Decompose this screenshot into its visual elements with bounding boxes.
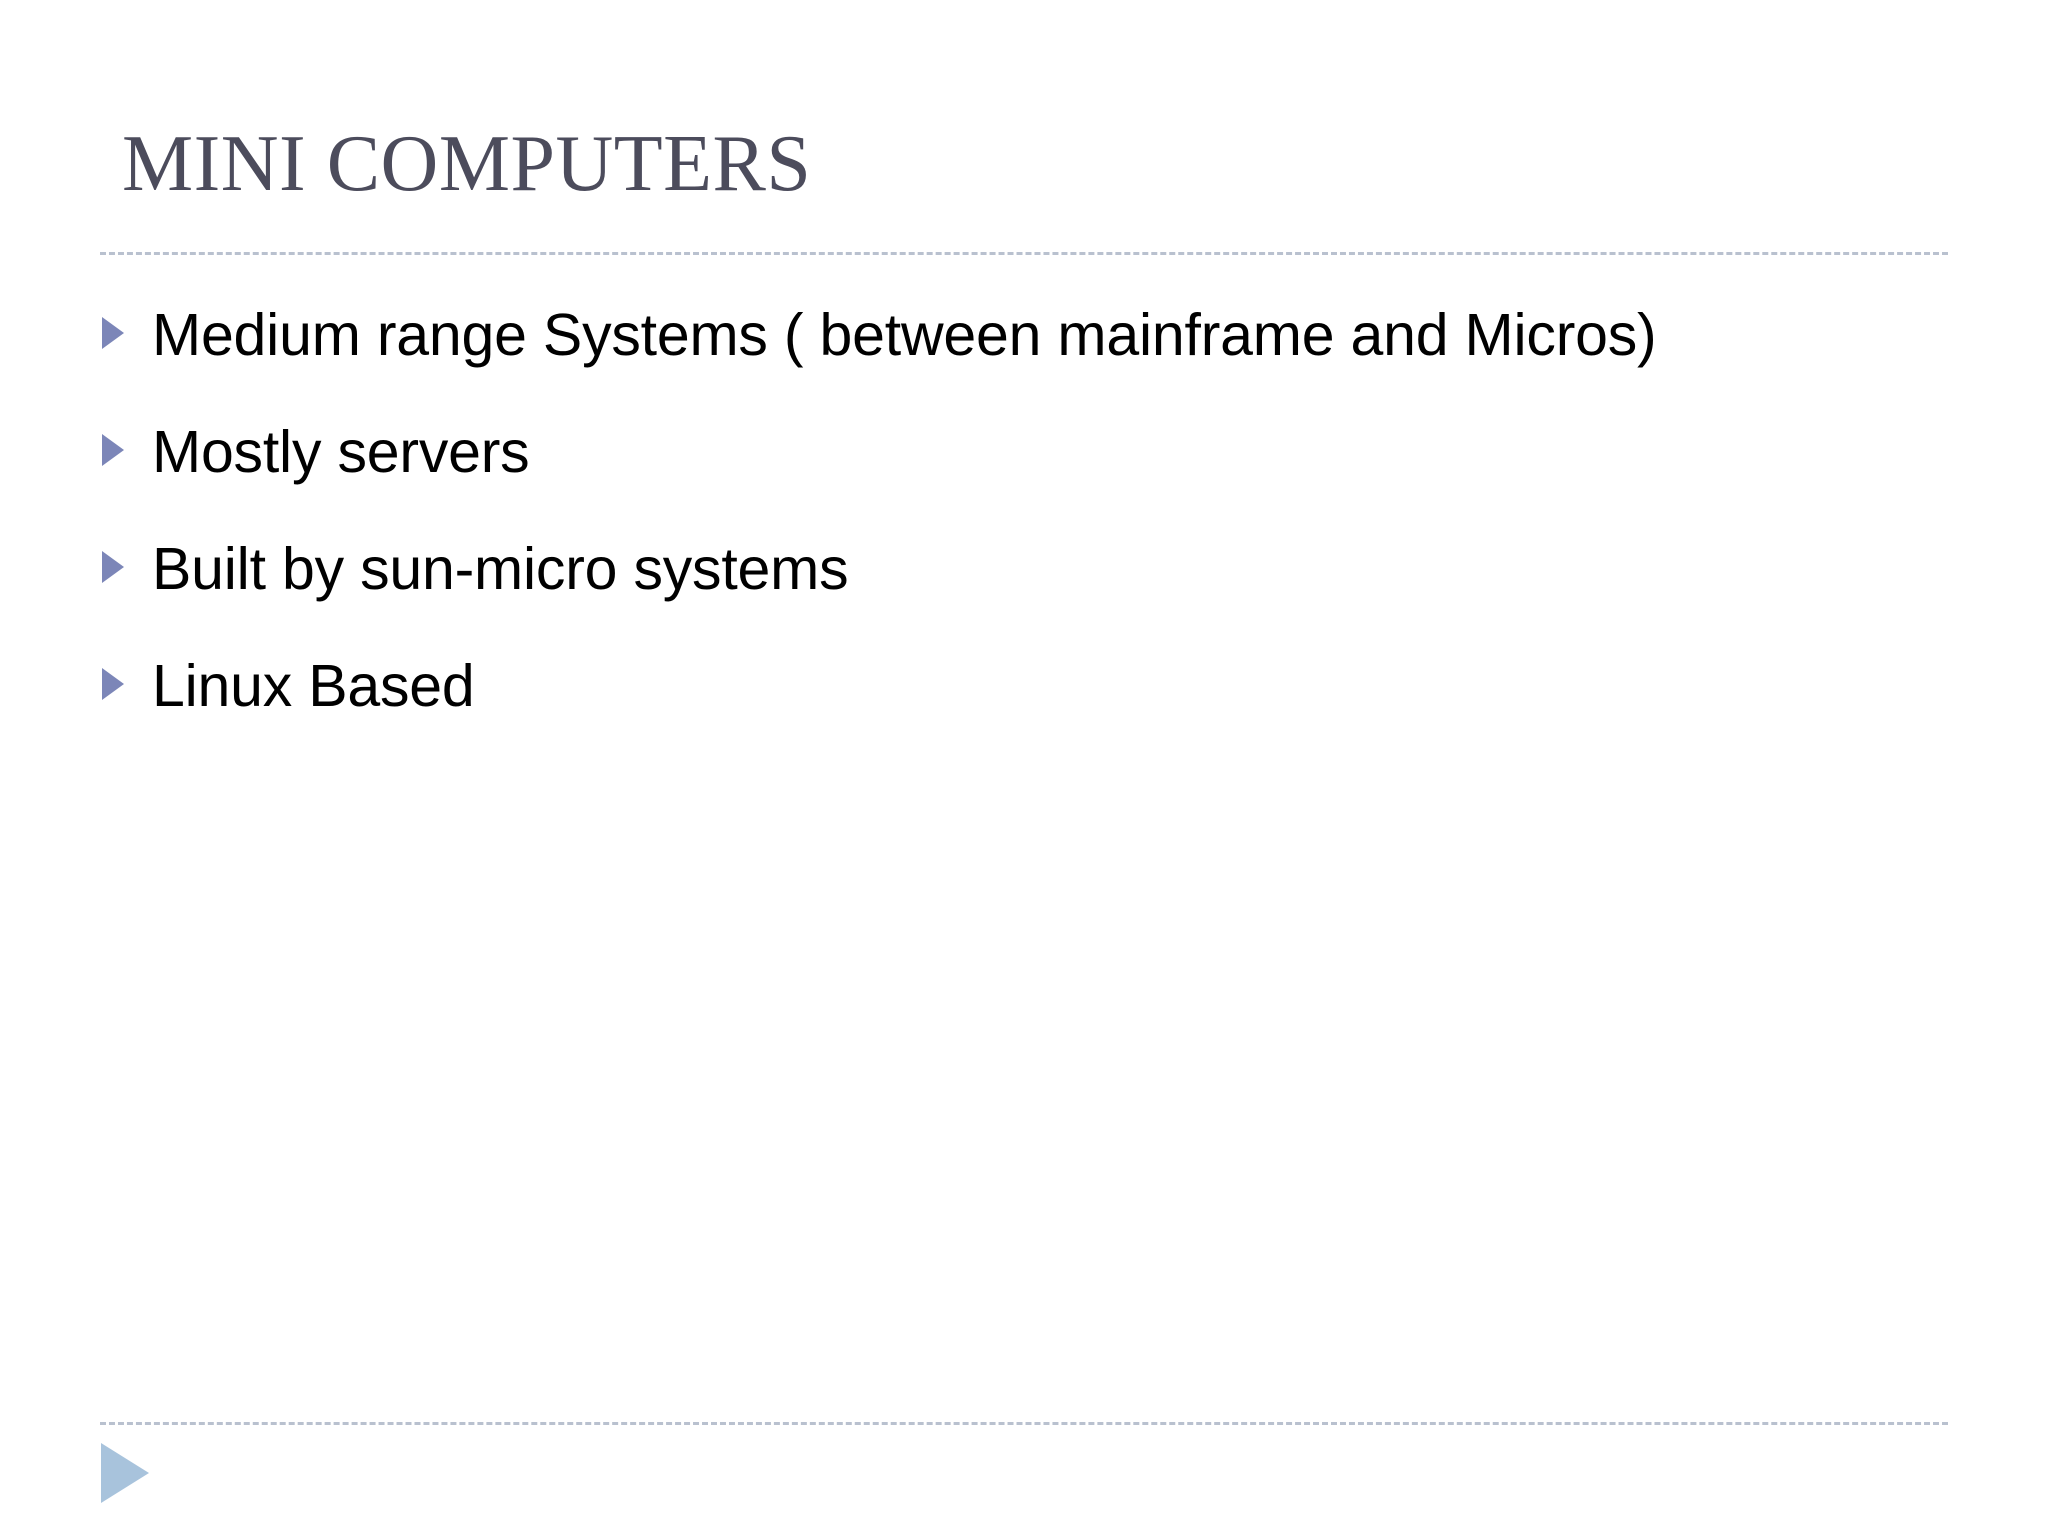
list-item-label: Mostly servers — [152, 419, 530, 485]
list-item: Medium range Systems ( between mainframe… — [100, 288, 1940, 383]
list-item-label: Medium range Systems ( between mainframe… — [152, 302, 1657, 368]
triangle-bullet-icon — [100, 550, 128, 584]
corner-triangle-icon — [99, 1442, 153, 1504]
footer-divider — [100, 1422, 1948, 1425]
triangle-bullet-icon — [100, 433, 128, 467]
triangle-bullet-icon — [100, 316, 128, 350]
list-item: Mostly servers — [100, 405, 1940, 500]
list-item: Built by sun-micro systems — [100, 522, 1940, 617]
triangle-bullet-icon — [100, 667, 128, 701]
list-item: Linux Based — [100, 639, 1940, 734]
title-divider — [100, 252, 1948, 255]
slide-title: MINI COMPUTERS — [122, 120, 812, 208]
list-item-label: Built by sun-micro systems — [152, 536, 849, 602]
list-item-label: Linux Based — [152, 653, 475, 719]
bullet-list: Medium range Systems ( between mainframe… — [100, 288, 1940, 756]
